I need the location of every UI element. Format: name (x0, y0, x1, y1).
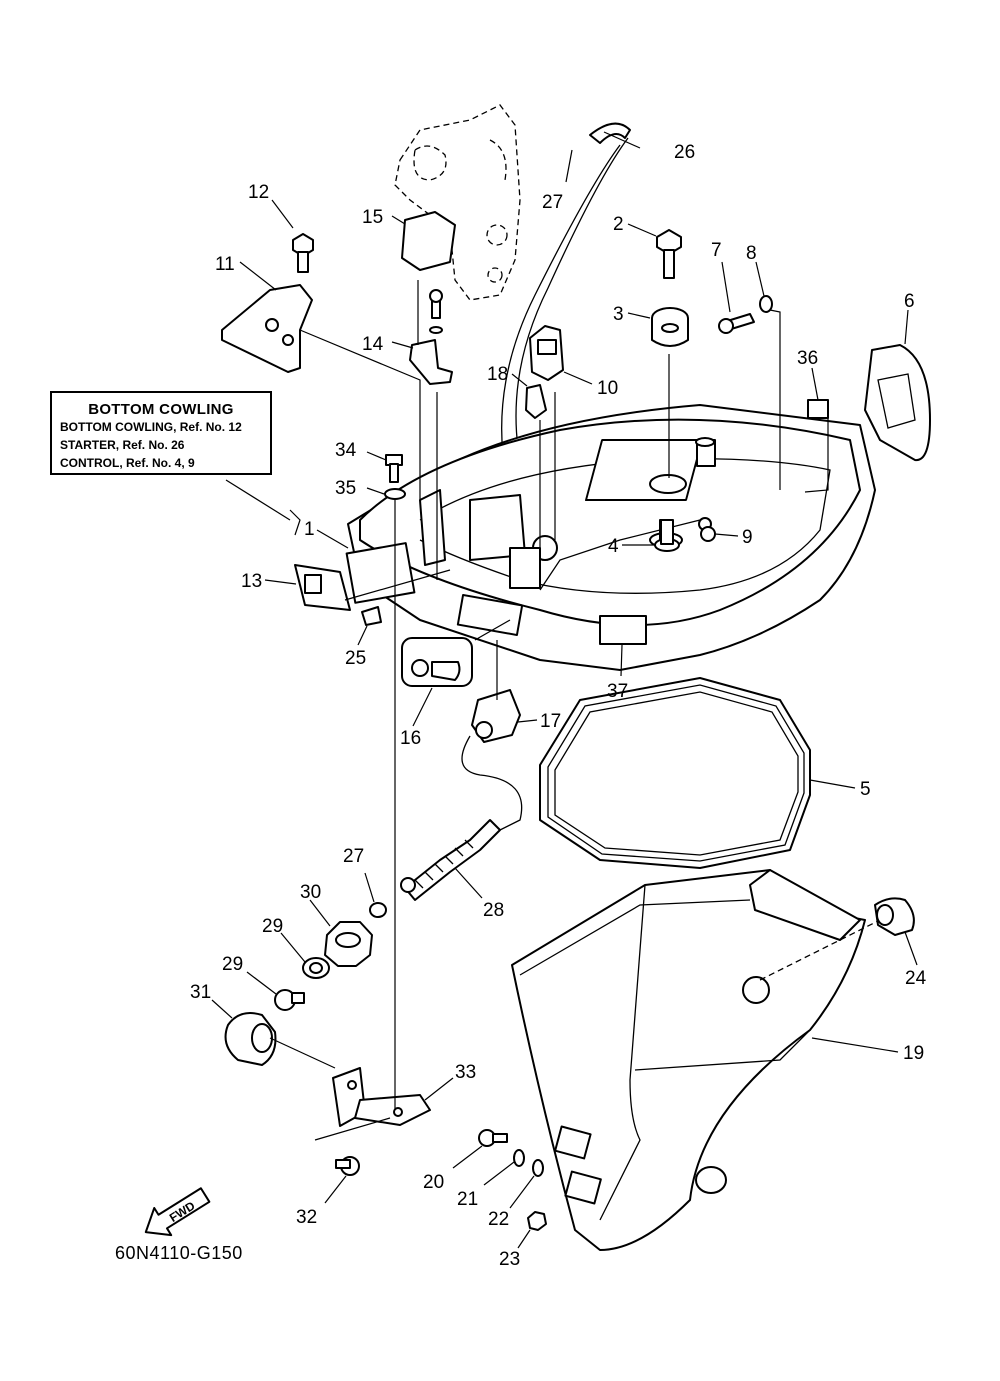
legend-line-2: STARTER, Ref. No. 26 (60, 438, 185, 452)
part-label-2: 2 (613, 214, 624, 235)
part-label-29: 29 (222, 954, 243, 975)
part-label-3: 3 (613, 304, 624, 325)
seal-ring (539, 677, 811, 869)
part-label-26: 26 (674, 142, 695, 163)
part-label-21: 21 (457, 1189, 478, 1210)
part-label-14: 14 (362, 334, 384, 355)
part-label-20: 20 (423, 1172, 444, 1193)
part-label-1: 1 (304, 519, 315, 540)
part-label-23: 23 (499, 1249, 520, 1270)
part-label-10: 10 (597, 378, 618, 399)
legend-line-3: CONTROL, Ref. No. 4, 9 (60, 456, 195, 470)
part-label-9: 9 (742, 527, 753, 548)
fittings-right (478, 897, 915, 1231)
part-label-11: 11 (215, 254, 235, 275)
callout-ticks (211, 131, 918, 1249)
part-label-34: 33 (455, 1062, 476, 1083)
bottom-cowling (345, 404, 876, 671)
part-labels: 12 11 15 14 26 27 2 3 7 8 6 36 10 18 34 … (190, 142, 927, 1270)
part-label-37: 36 (797, 348, 818, 369)
part-label-8: 8 (746, 243, 757, 264)
part-label-35: 34 (335, 440, 357, 461)
part-label-33: 32 (296, 1207, 317, 1228)
part-label-24: 24 (905, 968, 927, 989)
cable-assembly (400, 735, 523, 901)
part-label-25: 25 (345, 648, 366, 669)
part-label-28: 28 (483, 900, 504, 921)
engine-outline (394, 104, 521, 301)
part-label-13: 13 (241, 571, 262, 592)
part-label-36: 35 (335, 478, 356, 499)
diagram-code: 60N4110-G150 (115, 1243, 243, 1263)
part-label-5: 5 (860, 779, 871, 800)
part-label-4: 4 (608, 536, 619, 557)
part-label-17: 17 (540, 711, 561, 732)
part-label-6: 6 (904, 291, 915, 312)
part-label-7: 7 (711, 240, 722, 261)
fittings-left (224, 902, 431, 1176)
fwd-arrow-icon: FWD (144, 1187, 211, 1237)
leader-lines (225, 280, 829, 1141)
part-label-19: 19 (903, 1043, 924, 1064)
part-label-16: 16 (400, 728, 421, 749)
part-label-32: 31 (190, 982, 211, 1003)
part-label-15: 15 (362, 207, 383, 228)
legend-title: BOTTOM COWLING (88, 401, 234, 418)
part-label-22: 22 (488, 1209, 509, 1230)
part-label-27-bottom: 27 (343, 846, 364, 867)
legend-line-1: BOTTOM COWLING, Ref. No. 12 (60, 420, 242, 434)
bottom-cover (511, 869, 881, 1251)
part-label-31: 30 (300, 882, 321, 903)
part-label-18: 18 (487, 364, 508, 385)
part-label-30: 29 (262, 916, 283, 937)
small-parts (221, 211, 931, 743)
part-label-27-top: 27 (542, 192, 563, 213)
part-label-38: 37 (607, 681, 628, 702)
legend-box: BOTTOM COWLING BOTTOM COWLING, Ref. No. … (50, 391, 272, 475)
part-label-12: 12 (248, 182, 269, 203)
